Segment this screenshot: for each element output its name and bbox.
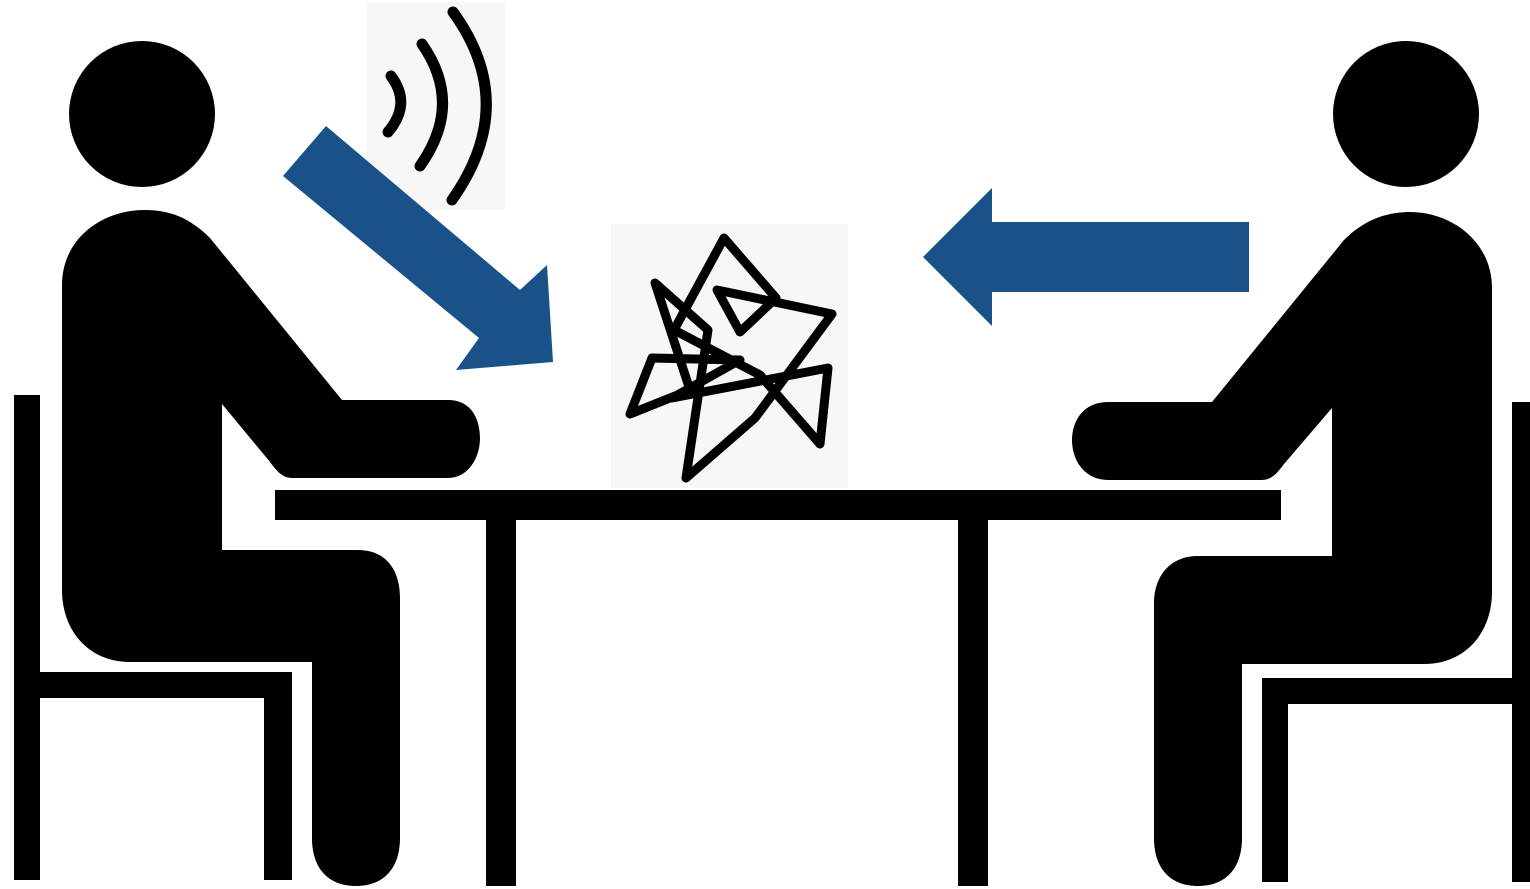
tangram-shape-icon xyxy=(611,224,848,488)
table-icon xyxy=(275,490,1281,886)
listener-head xyxy=(1333,41,1479,187)
listener-to-shape-arrow xyxy=(923,188,1249,326)
speaker-head xyxy=(69,41,215,187)
